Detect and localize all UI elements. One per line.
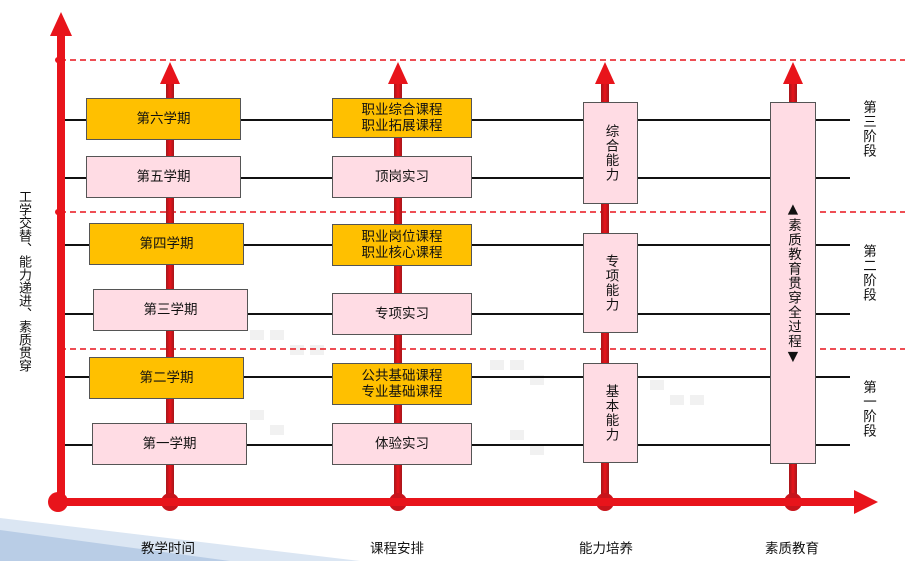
stage-3-label: 第三阶段: [860, 100, 876, 158]
main-axes: [48, 12, 878, 514]
category-label-courses: 课程安排: [370, 541, 424, 557]
stage-1-label: 第一阶段: [860, 380, 876, 438]
ability-comprehensive-box: 综合能力: [583, 102, 638, 204]
course-box-3: 专项实习: [332, 293, 472, 335]
course-label: 专项实习: [375, 306, 429, 322]
semester-1-box: 第一学期: [92, 423, 247, 465]
semester-3-box: 第三学期: [93, 289, 248, 331]
category-label-quality: 素质教育: [765, 541, 819, 557]
course-box-6: 职业综合课程 职业拓展课程: [332, 98, 472, 138]
course-box-2: 公共基础课程 专业基础课程: [332, 363, 472, 405]
semester-6-box: 第六学期: [86, 98, 241, 140]
course-label: 顶岗实习: [375, 169, 429, 185]
ability-basic-box: 基本能力: [583, 363, 638, 463]
category-label-ability: 能力培养: [579, 541, 633, 557]
course-label: 职业综合课程 职业拓展课程: [361, 102, 443, 134]
semester-2-box: 第二学期: [89, 357, 244, 399]
stage-2-label: 第二阶段: [860, 244, 876, 302]
semester-4-box: 第四学期: [89, 223, 244, 265]
category-arrows: [160, 62, 803, 511]
ability-special-box: 专项能力: [583, 233, 638, 333]
course-box-1: 体验实习: [332, 423, 472, 465]
y-axis-label: 工学交替、能力递进、素质贯穿: [16, 190, 31, 372]
course-box-4: 职业岗位课程 职业核心课程: [332, 224, 472, 266]
semester-5-box: 第五学期: [86, 156, 241, 198]
quality-education-box: ▲素质教育贯穿全过程▼: [770, 102, 816, 464]
course-label: 公共基础课程 专业基础课程: [361, 368, 443, 400]
category-label-time: 教学时间: [141, 541, 195, 557]
course-label: 职业岗位课程 职业核心课程: [361, 229, 443, 261]
course-label: 体验实习: [375, 436, 429, 452]
course-box-5: 顶岗实习: [332, 156, 472, 198]
